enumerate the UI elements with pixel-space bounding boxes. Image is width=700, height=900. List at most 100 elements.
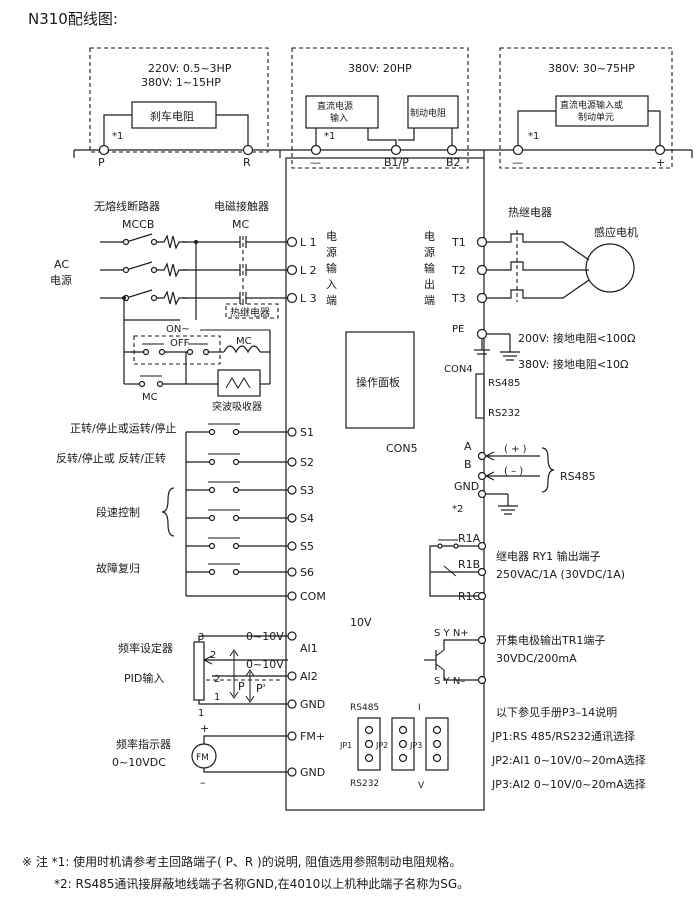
main-terminal-bar: P R — B1/P B2 — +	[73, 144, 693, 169]
power-output-section: 电 源 输 出 端 T1 T2 T3 热继电器 感应电机 PE 200V: 接地…	[424, 206, 638, 371]
relay-desc-1: 继电器 RY1 输出端子	[496, 549, 601, 563]
terminal-plus-75hp	[654, 144, 666, 156]
switch-s6	[186, 563, 288, 576]
label-p-direction: P	[238, 680, 245, 693]
terminal-r1c	[477, 591, 487, 601]
contactor-abbr: MC	[232, 218, 249, 231]
pid-pin1: 1	[214, 692, 220, 703]
switch-s3	[186, 481, 288, 494]
label-plus-75hp: +	[656, 156, 665, 169]
dc-input-box	[305, 95, 379, 129]
terminal-ai1	[287, 631, 297, 641]
terminal-l2	[286, 264, 298, 276]
box1-rating-380: 380V: 1~15HP	[141, 76, 221, 89]
terminal-b	[477, 471, 487, 481]
breaker-abbr: MCCB	[122, 218, 154, 231]
jumper-jp2	[391, 717, 415, 771]
label-s3: S3	[300, 484, 314, 497]
label-t1: T1	[451, 236, 466, 249]
jumper-notes: 以下参见手册P3–14说明 JP1:RS 485/RS232通讯选择 JP2:A…	[491, 705, 646, 791]
terminal-t1	[476, 236, 488, 248]
dc-brake-unit-label-2: 制动单元	[578, 111, 614, 123]
ai2-range: 0~10V	[246, 658, 284, 671]
surge-absorber-box	[217, 369, 261, 397]
s2-description: 反转/停止或 反转/正转	[56, 451, 166, 465]
fm-plus: +	[200, 722, 209, 735]
freq-indicator-label: 频率指示器	[116, 737, 171, 751]
terminal-s4	[287, 513, 297, 523]
terminal-s2	[287, 457, 297, 467]
terminal-fm-plus	[287, 731, 297, 741]
dc-input-label-2: 输入	[330, 112, 348, 124]
brake-resistor-label: 刹车电阻	[150, 109, 194, 123]
label-gnd-analog: GND	[300, 698, 325, 711]
jp3-v-label: V	[418, 781, 425, 791]
off-label: OFF	[170, 338, 190, 349]
pid-pin2: 2	[214, 674, 220, 685]
label-minus-20hp: —	[310, 156, 321, 169]
on-label: ON~	[166, 324, 190, 335]
label-syn-minus: S Y N–	[434, 676, 465, 687]
terminal-com	[287, 591, 297, 601]
jumper-jp3	[425, 717, 449, 771]
fault-reset-label: 故障复归	[96, 561, 140, 575]
box2-rating: 380V: 20HP	[348, 62, 412, 75]
label-r1a: R1A	[458, 532, 481, 545]
jp2-note: JP2:AI1 0~10V/0~20mA选择	[491, 753, 646, 767]
terminal-s1	[287, 427, 297, 437]
terminal-r1b	[477, 567, 487, 577]
box2-note: *1	[324, 131, 335, 142]
pot-pin1: 1	[198, 708, 204, 719]
terminal-l3	[286, 292, 298, 304]
label-r1b: R1B	[458, 558, 480, 571]
box3-note: *1	[528, 131, 539, 142]
braking-resistor-box	[407, 95, 459, 129]
pot-pin2: 2	[210, 650, 216, 661]
jumpers-section: RS485 RS232 I V JP1 JP2 JP3	[339, 703, 449, 791]
jp3-i-label: I	[418, 703, 421, 713]
jumper-jp1	[357, 717, 381, 771]
rs485-plus: ( + )	[504, 444, 527, 455]
switch-s4	[186, 509, 288, 522]
label-s6: S6	[300, 566, 314, 579]
multi-speed-label: 段速控制	[96, 505, 140, 519]
label-a: A	[464, 440, 472, 453]
label-minus-75hp: —	[512, 156, 523, 169]
top-option-box-1: 220V: 0.5~3HP 380V: 1~15HP 刹车电阻 *1	[89, 47, 269, 153]
induction-motor	[585, 243, 635, 293]
footnote-1: ※ 注 *1: 使用时机请参考主回路端子( P、R )的说明, 阻值选用参照制动…	[22, 854, 461, 869]
braking-resistor-label: 制动电阻	[410, 107, 446, 119]
con4-label: CON4	[444, 364, 473, 375]
terminal-minus-20hp	[310, 144, 322, 156]
ac-power-label: 电源	[50, 273, 72, 287]
diagram-title: N310配线图:	[28, 10, 118, 28]
label-l2: L 2	[300, 264, 317, 277]
ac-label: AC	[54, 258, 69, 271]
label-s4: S4	[300, 512, 314, 525]
terminal-t2	[476, 264, 488, 276]
analog-inputs-section: 频率设定器 PID输入 3 2 1 2 1 0~10V 0~10V P P' A…	[112, 630, 325, 789]
label-gnd-fm: GND	[300, 766, 325, 779]
box1-rating-220: 220V: 0.5~3HP	[148, 62, 232, 75]
input-side-text: 电 源 输 入 端	[326, 230, 341, 307]
switch-s1	[186, 423, 288, 436]
label-t3: T3	[451, 292, 466, 305]
digital-inputs-section: 正转/停止或运转/停止 反转/停止或 反转/正转 段速控制 故障复归	[56, 421, 326, 603]
switch-s2	[186, 453, 288, 466]
power-input-section: 无熔线断路器 MCCB 电磁接触器 MC AC 电源	[50, 199, 341, 413]
dc-input-label-1: 直流电源	[317, 100, 353, 112]
con4-connector	[475, 373, 485, 419]
terminal-s6	[287, 567, 297, 577]
box1-note: *1	[112, 131, 123, 142]
label-p-prime: P'	[256, 682, 266, 695]
label-pe: PE	[452, 324, 464, 335]
terminal-l1	[286, 236, 298, 248]
fm-minus: –	[200, 776, 206, 789]
label-gnd-485: GND	[454, 480, 479, 493]
mc-coil-label: MC	[236, 336, 252, 347]
jp1-label: JP1	[339, 741, 352, 750]
thermal-relay-output-label: 热继电器	[508, 206, 552, 219]
jp3-note: JP3:AI2 0~10V/0~20mA选择	[491, 777, 646, 791]
terminal-a	[477, 451, 487, 461]
tr-desc-1: 开集电极输出TR1端子	[496, 633, 605, 647]
